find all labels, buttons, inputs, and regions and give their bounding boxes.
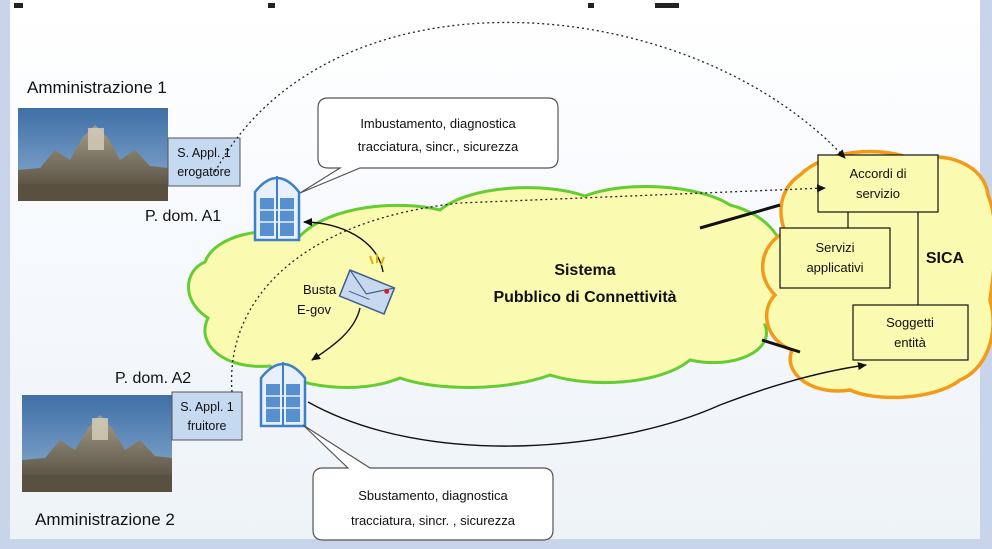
soggetti-line1: Soggetti: [886, 315, 934, 330]
callout-imbustamento: Imbustamento, diagnostica tracciatura, s…: [299, 97, 559, 194]
spc-sica-link-top: [699, 203, 781, 230]
administration-1-label: Amministrazione 1: [27, 78, 167, 97]
slide-frame-bottom: [0, 539, 992, 549]
dotted-arrow-erogatore-accordi: [214, 21, 846, 173]
arrow-busta-to-a2: [311, 307, 361, 361]
arrow-fruitore-soggetti: [307, 362, 867, 447]
soggetti-entita-box: Soggetti entità: [852, 304, 969, 361]
busta-label-line2: E-gov: [297, 302, 331, 317]
port-a2-label: P. dom. A2: [115, 370, 191, 387]
spc-cloud-title-line1: Sistema: [554, 262, 615, 279]
servizi-line1: Servizi: [815, 240, 854, 255]
callout-bottom-line2: tracciatura, sincr. , sicurezza: [351, 513, 516, 528]
door-a1-icon: [253, 176, 301, 242]
app-erogatore-line1: S. Appl. 1: [177, 146, 231, 160]
sica-title: SICA: [926, 250, 965, 267]
callout-top-line1: Imbustamento, diagnostica: [360, 116, 516, 131]
soggetti-line2: entità: [894, 335, 927, 350]
dotted-arrow-fruitore-accordi: [230, 184, 826, 393]
arrow-busta-to-a1: [303, 218, 384, 273]
port-a1-label: P. dom. A1: [145, 208, 221, 225]
spc-sica-link-bottom: [761, 338, 801, 354]
app-box-fruitore: S. Appl. 1 fruitore: [171, 391, 243, 441]
clipped-heading-remnant: [14, 3, 679, 8]
accordi-line1: Accordi di: [849, 166, 906, 181]
app-box-erogatore: S. Appl. 1 erogatore: [167, 137, 241, 187]
envelope-icon: [338, 254, 396, 315]
servizi-line2: applicativi: [806, 260, 863, 275]
callout-top-line2: tracciatura, sincr., sicurezza: [358, 139, 519, 154]
callout-bottom-line1: Sbustamento, diagnostica: [358, 488, 508, 503]
app-fruitore-line2: fruitore: [188, 419, 227, 433]
slide-frame-left: [0, 0, 10, 549]
accordi-di-servizio-box: Accordi di servizio: [817, 154, 939, 213]
callout-sbustamento: Sbustamento, diagnostica tracciatura, si…: [302, 424, 554, 541]
app-fruitore-line1: S. Appl. 1: [180, 400, 234, 414]
door-a2-icon: [259, 362, 307, 428]
building-photo-1: [18, 108, 168, 201]
busta-label-line1: Busta: [303, 282, 337, 297]
app-erogatore-line2: erogatore: [177, 165, 231, 179]
accordi-line2: servizio: [856, 186, 900, 201]
spc-cloud-title-line2: Pubblico di Connettività: [493, 289, 676, 306]
servizi-applicativi-box: Servizi applicativi: [779, 227, 891, 289]
building-photo-2: [22, 395, 172, 492]
administration-2-label: Amministrazione 2: [35, 510, 175, 529]
